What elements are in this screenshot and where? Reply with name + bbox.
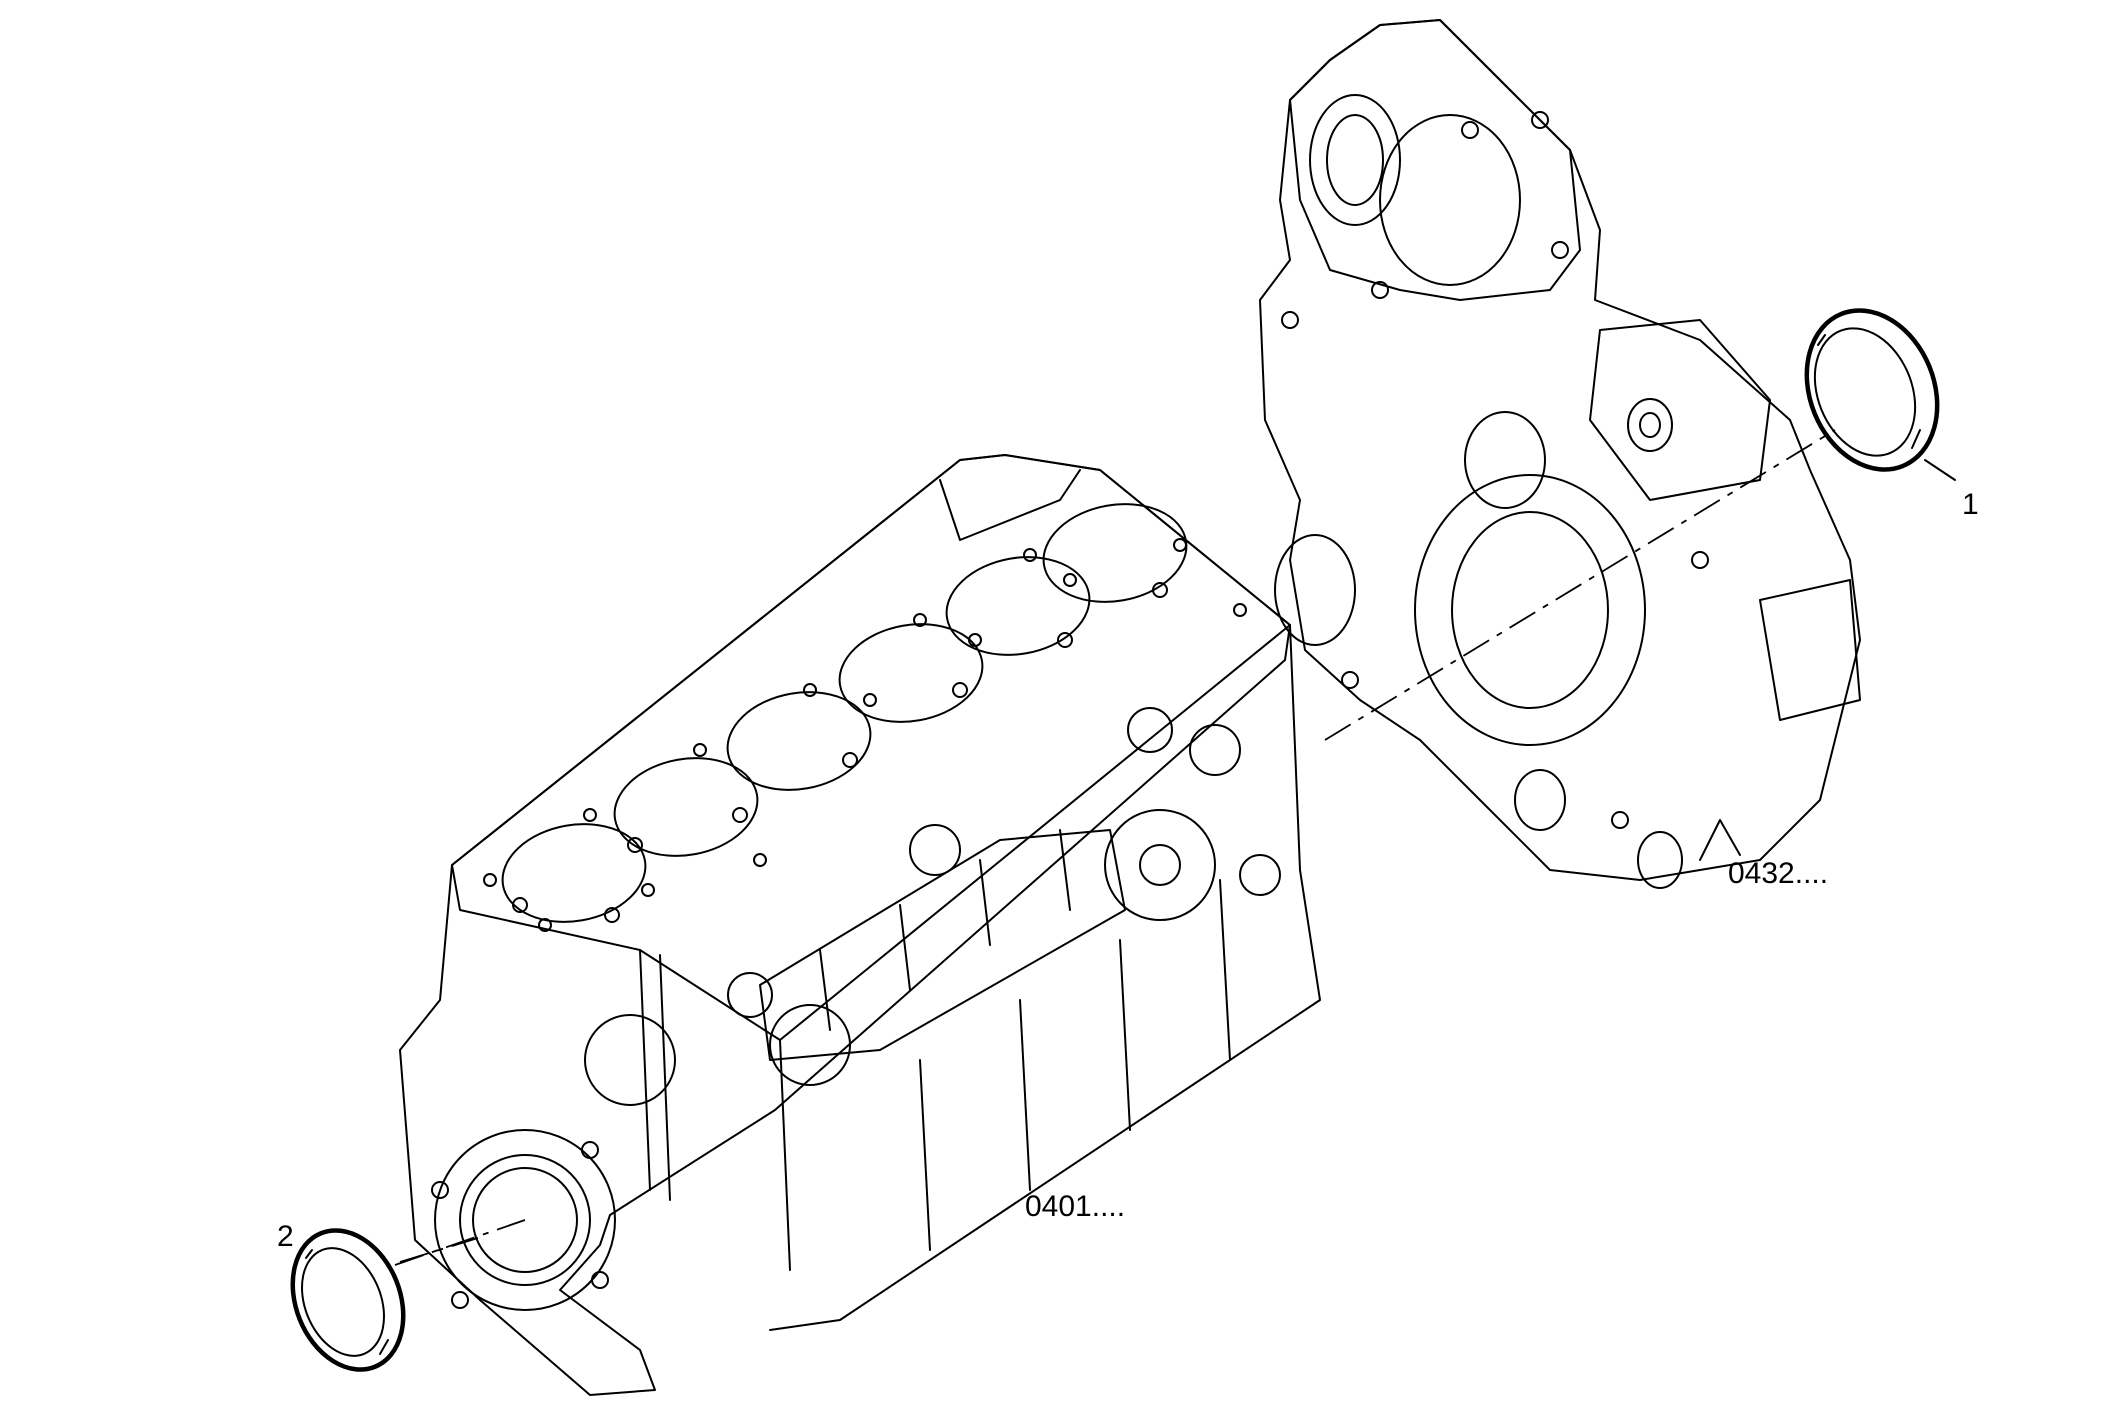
cylinder-bores (501, 503, 1188, 923)
seal-ring-2 (290, 1228, 406, 1372)
head-bolt-holes (483, 538, 1247, 932)
part-reference-block: 0401.... (1025, 1190, 1126, 1223)
part-reference-cover: 0432.... (1728, 857, 1829, 890)
callout-number-2: 2 (277, 1220, 294, 1253)
centerlines (394, 429, 1836, 1266)
seal-ring-1 (1804, 308, 1940, 472)
rear-seal-housing (431, 1129, 616, 1311)
leader-lines (1924, 459, 1956, 481)
engine-block (399, 454, 1321, 1396)
callout-number-1: 1 (1962, 488, 1979, 521)
flywheel-housing (1259, 19, 1861, 889)
